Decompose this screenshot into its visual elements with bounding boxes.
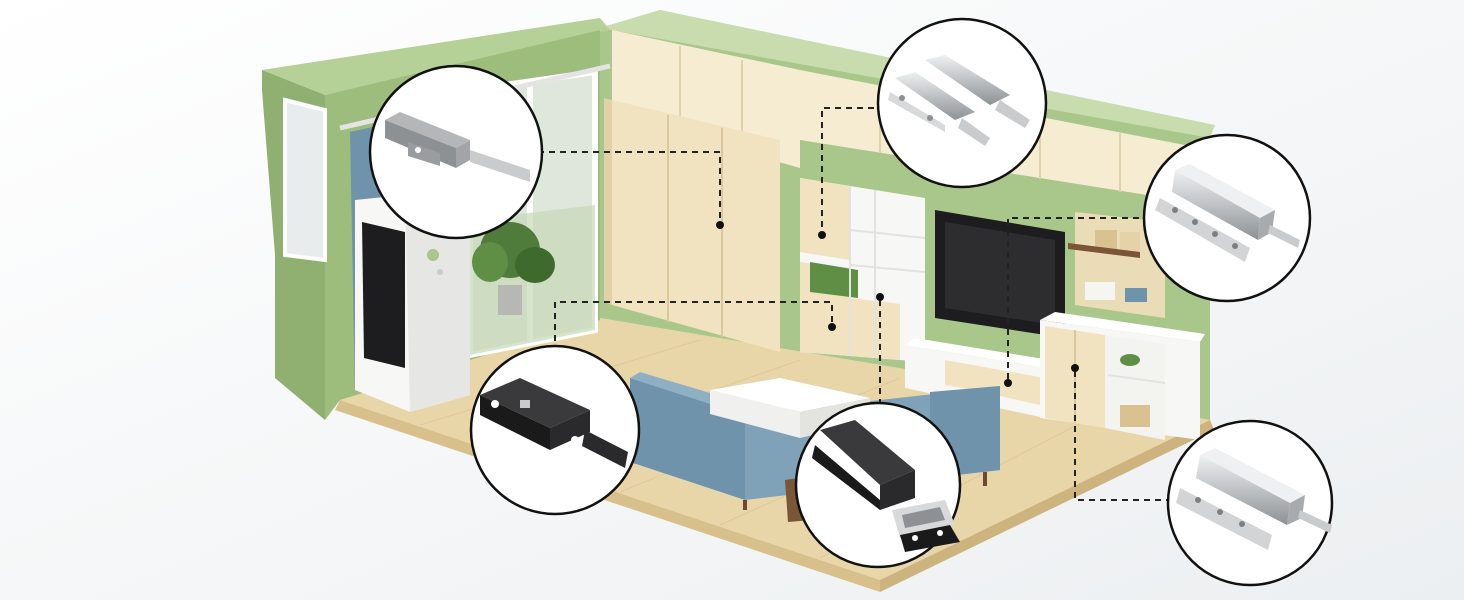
leader-line-3 <box>1007 217 1150 383</box>
black-magnetic-latch-icon <box>480 378 628 468</box>
steel-latch-plate-icon <box>1155 164 1300 262</box>
leader-line-1 <box>538 151 721 225</box>
anchor-dots <box>716 221 1079 387</box>
potted-plant <box>472 222 555 315</box>
callout-black-touch-latch <box>794 401 962 569</box>
callout-grey-push-latch <box>368 64 544 240</box>
room-cutaway <box>262 10 1215 592</box>
double-steel-latch-icon <box>888 55 1030 146</box>
wardrobe <box>604 30 800 352</box>
tv-console <box>905 338 1050 418</box>
grey-push-latch-icon <box>385 112 530 182</box>
side-cabinet <box>1040 312 1205 440</box>
callout-steel-latch-plate <box>1142 133 1312 303</box>
callout-black-magnetic-latch <box>469 344 641 516</box>
callout-steel-bracket-latch <box>1166 419 1334 587</box>
leader-line-4 <box>554 301 833 352</box>
leader-lines <box>538 107 1172 501</box>
left-wall-top <box>262 18 610 95</box>
pegboard <box>1068 212 1165 318</box>
balcony-frame <box>283 97 327 263</box>
display-shelf <box>800 178 926 362</box>
floor-edge-right <box>880 420 1214 592</box>
black-touch-latch-icon <box>812 420 960 552</box>
callout-double-steel-latch <box>876 17 1048 189</box>
leader-line-2 <box>821 107 885 235</box>
steel-bracket-latch-icon <box>1176 448 1332 550</box>
air-purifier <box>355 195 470 412</box>
